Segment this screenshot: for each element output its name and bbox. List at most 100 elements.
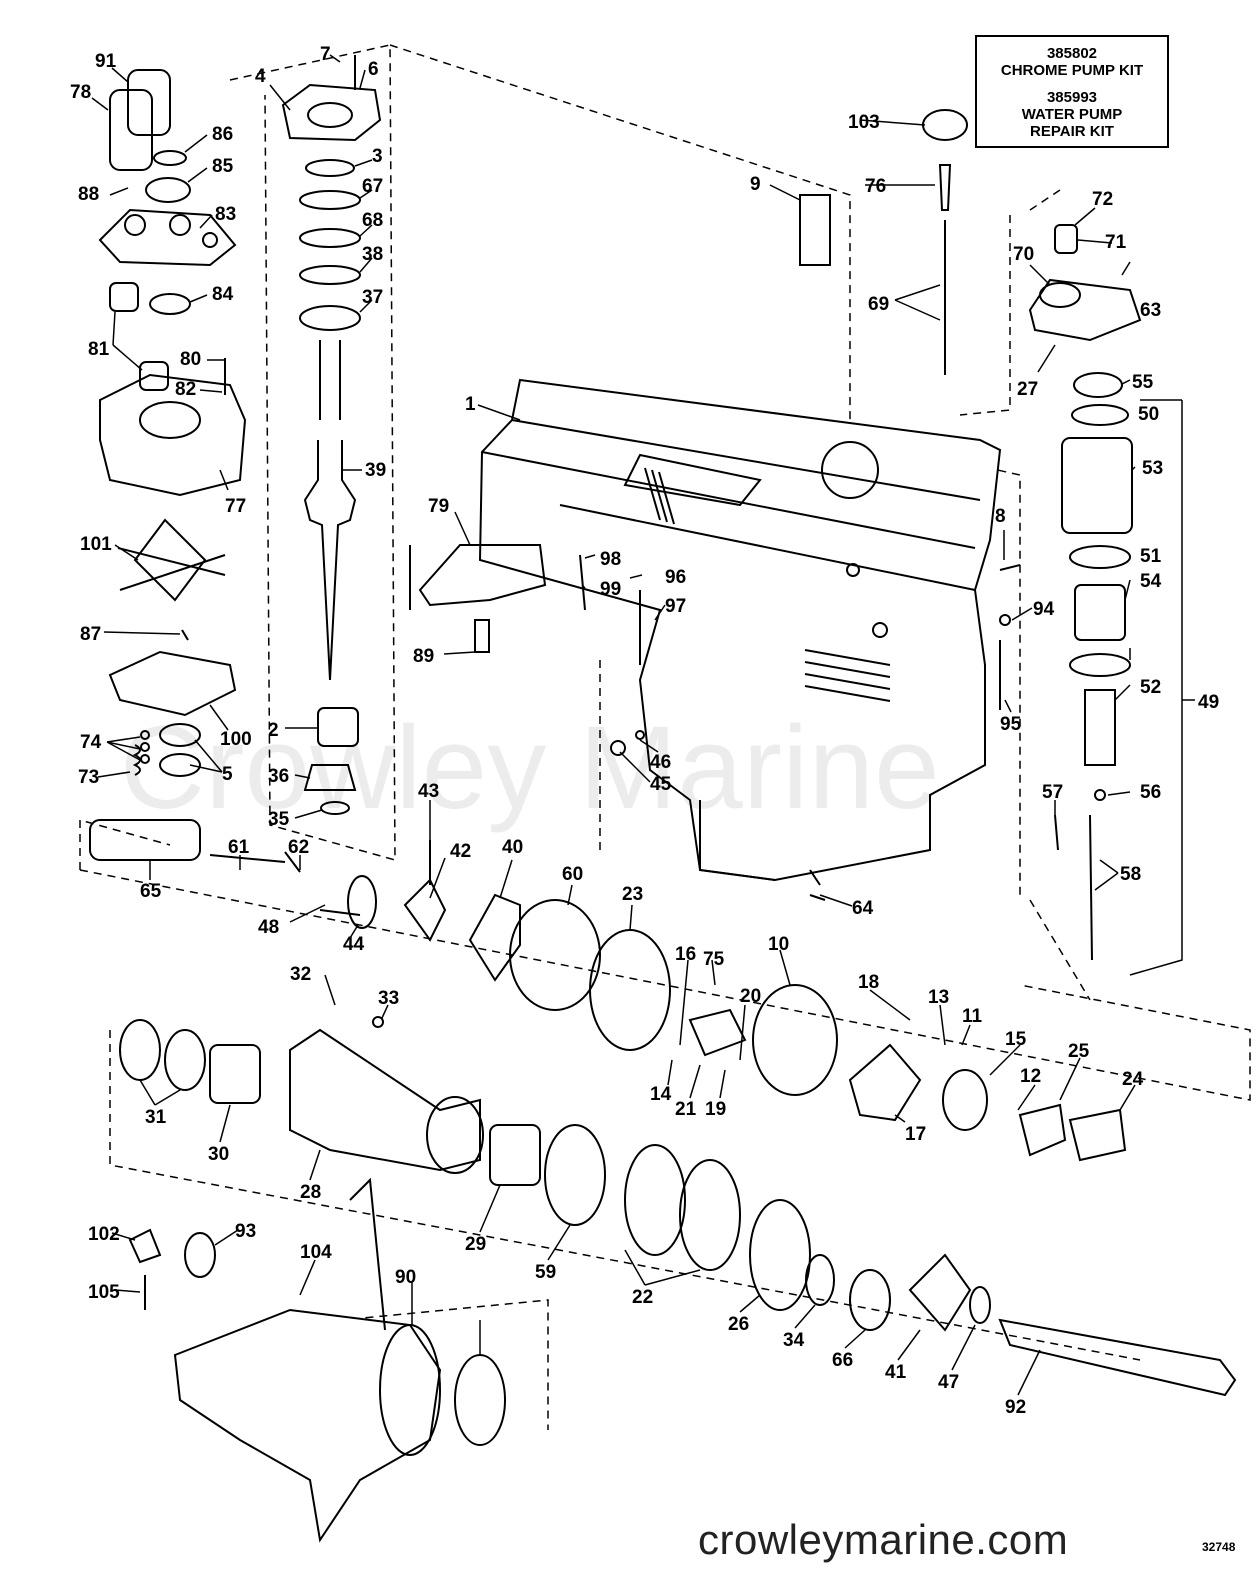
kit-label-repair: REPAIR KIT: [1030, 123, 1114, 140]
callout-1: 1: [465, 394, 476, 415]
callout-74: 74: [80, 732, 102, 753]
callout-46: 46: [650, 752, 671, 773]
callout-78: 78: [70, 82, 91, 103]
kit-number-chrome: 385802: [1046, 45, 1098, 62]
callout-29: 29: [465, 1234, 486, 1255]
callout-52: 52: [1140, 677, 1161, 698]
callout-47: 47: [938, 1372, 959, 1393]
callout-2: 2: [268, 720, 279, 741]
callout-91: 91: [95, 51, 117, 72]
gearcase-housing: [478, 378, 1002, 882]
callout-22: 22: [632, 1287, 653, 1308]
callout-62: 62: [288, 837, 309, 858]
callout-68: 68: [362, 210, 383, 231]
callout-88: 88: [78, 184, 99, 205]
callout-34: 34: [783, 1330, 805, 1351]
callout-61: 61: [228, 837, 250, 858]
callout-77: 77: [225, 496, 246, 517]
callout-48: 48: [258, 917, 279, 938]
callout-4: 4: [255, 66, 266, 87]
callout-102: 93: [235, 1221, 256, 1242]
callout-58: 58: [1120, 864, 1141, 885]
callout-63: 63: [1140, 300, 1161, 321]
callout-42: 42: [450, 841, 471, 862]
kit-label-chrome: CHROME PUMP KIT: [1000, 62, 1144, 79]
callout-96: 96: [665, 567, 686, 588]
callout-13: 13: [928, 987, 949, 1008]
callout-93: 105: [88, 1282, 120, 1303]
callout-99: 99: [600, 579, 621, 600]
callout-60: 60: [562, 864, 583, 885]
callout-92: 102: [88, 1224, 120, 1245]
callout-14: 14: [650, 1084, 672, 1105]
shift-and-gear-parts: [89, 819, 1127, 1162]
figure-number: 32748: [1202, 1540, 1236, 1554]
callout-28: 28: [300, 1182, 321, 1203]
callout-10: 10: [768, 934, 789, 955]
kit-info-box: 385802 CHROME PUMP KIT 385993 WATER PUMP…: [975, 35, 1169, 148]
callout-55: 55: [1132, 372, 1154, 393]
callout-23: 23: [622, 884, 643, 905]
callout-97: 97: [665, 596, 686, 617]
shift-rod-parts: [799, 109, 1142, 961]
callout-33: 33: [378, 988, 399, 1009]
callout-65-lower: 92: [1005, 1397, 1026, 1418]
callout-94: 94: [1033, 599, 1055, 620]
callout-53: 53: [1142, 458, 1163, 479]
callout-56: 56: [1140, 782, 1161, 803]
callout-8: 8: [995, 506, 1006, 527]
drive-shaft-parts: [281, 55, 382, 815]
callout-89: 89: [413, 646, 434, 667]
callout-25: 25: [1068, 1041, 1090, 1062]
callout-100: 100: [220, 729, 252, 750]
callout-75: 75: [703, 949, 725, 970]
callout-38: 38: [362, 244, 383, 265]
callout-15: 15: [1005, 1029, 1027, 1050]
callout-103: 103: [848, 112, 880, 133]
callout-51: 51: [1140, 546, 1162, 567]
callout-85: 85: [212, 156, 234, 177]
callout-20: 20: [740, 986, 761, 1007]
callout-72: 72: [1092, 189, 1113, 210]
propeller: [128, 1177, 506, 1543]
callout-44: 44: [343, 934, 365, 955]
callout-65-upper: 65: [140, 881, 162, 902]
callout-54: 54: [1140, 571, 1162, 592]
water-pump-parts: [98, 69, 247, 777]
callout-31: 31: [145, 1107, 167, 1128]
website-link[interactable]: crowleymarine.com: [698, 1516, 1069, 1563]
callout-35: 35: [268, 809, 290, 830]
callout-84: 84: [212, 284, 234, 305]
callout-numbers: 91 78 86 85 88 83 84 81 80 82 77 101 87 …: [70, 44, 1219, 1418]
callout-70: 70: [1013, 244, 1034, 265]
callout-80: 80: [180, 349, 201, 370]
kit-number-repair: 385993: [1046, 89, 1098, 106]
callout-32: 32: [290, 964, 311, 985]
misc-fasteners: [409, 544, 1059, 901]
callout-104: 90: [395, 1267, 416, 1288]
callout-67: 67: [362, 176, 383, 197]
callout-17: 17: [905, 1124, 926, 1145]
callout-36: 36: [268, 766, 289, 787]
callout-95: 95: [1000, 714, 1022, 735]
callout-64: 64: [852, 898, 874, 919]
callout-45: 45: [650, 774, 672, 795]
kit-label-water-pump: WATER PUMP: [1021, 106, 1123, 123]
callout-30: 30: [208, 1144, 229, 1165]
callout-21: 21: [675, 1099, 697, 1120]
callout-39: 39: [365, 460, 386, 481]
callout-59: 59: [535, 1262, 556, 1283]
callout-83: 83: [215, 204, 236, 225]
callout-11: 11: [962, 1006, 983, 1027]
watermark: Crowley Marine: [120, 702, 940, 834]
callout-7: 7: [320, 44, 331, 65]
callout-82: 82: [175, 379, 196, 400]
callout-50-upper: 50: [1138, 404, 1159, 425]
callout-19: 19: [705, 1099, 726, 1120]
callout-37: 37: [362, 287, 383, 308]
callout-101: 101: [80, 534, 112, 555]
callout-76: 76: [865, 176, 886, 197]
callout-71: 71: [1105, 232, 1127, 253]
callout-87: 87: [80, 624, 101, 645]
